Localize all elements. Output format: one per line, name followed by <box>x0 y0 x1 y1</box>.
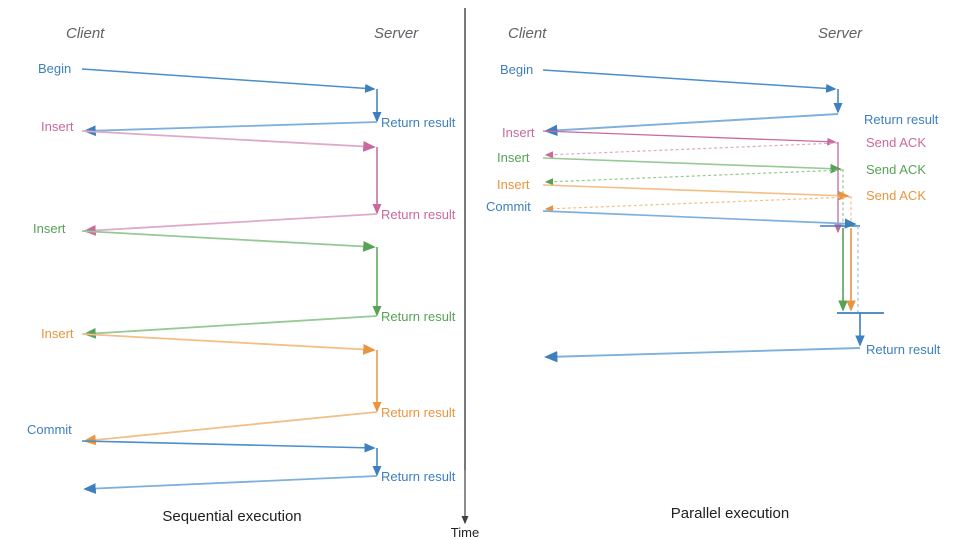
request-arrow <box>81 440 376 453</box>
right-server-label-return-2: Return result <box>866 342 941 357</box>
response-arrow <box>83 475 378 494</box>
left-server-label-return-2: Return result <box>381 207 456 222</box>
right-server-label-return-1: Return result <box>864 112 939 127</box>
response-arrow <box>83 213 378 236</box>
left-exchange-begin <box>81 68 382 137</box>
right-server-label-ack-1: Send ACK <box>866 135 926 150</box>
right-exchange-insert-1 <box>542 130 842 234</box>
response-arrow <box>83 315 378 339</box>
left-client-label-begin: Begin <box>38 61 71 76</box>
right-exchange-insert-2 <box>542 157 848 312</box>
left-client-lane-title: Client <box>66 25 105 42</box>
request-arrow <box>81 230 376 252</box>
left-client-label-insert-3: Insert <box>41 326 74 341</box>
ack-arrow-dashed <box>544 142 839 159</box>
left-client-label-insert-1: Insert <box>41 119 74 134</box>
request-arrow <box>542 157 842 174</box>
left-exchange-insert-3 <box>81 333 382 446</box>
request-arrow <box>542 210 857 229</box>
right-server-label-ack-3: Send ACK <box>866 188 926 203</box>
left-client-label-commit: Commit <box>27 422 72 437</box>
left-exchange-insert-1 <box>81 130 382 236</box>
request-arrow <box>542 130 837 146</box>
left-server-label-return-1: Return result <box>381 115 456 130</box>
right-exchange-begin <box>542 69 843 137</box>
ack-arrow-dashed <box>544 169 844 186</box>
right-client-label-insert-2: Insert <box>497 150 530 165</box>
right-client-label-insert-3: Insert <box>497 177 530 192</box>
right-panel: Client Server <box>486 25 941 522</box>
request-arrow <box>81 333 376 355</box>
left-client-label-insert-2: Insert <box>33 221 66 236</box>
right-client-label-insert-1: Insert <box>502 125 535 140</box>
final-response-arrow <box>544 347 861 363</box>
right-client-label-commit: Commit <box>486 199 531 214</box>
left-exchange-commit <box>81 440 382 494</box>
response-arrow <box>83 411 378 446</box>
right-server-lane-title: Server <box>818 25 863 42</box>
right-client-label-begin: Begin <box>500 62 533 77</box>
response-arrow <box>544 113 839 137</box>
left-server-lane-title: Server <box>374 25 419 42</box>
left-exchange-insert-2 <box>81 230 382 339</box>
right-server-label-ack-2: Send ACK <box>866 162 926 177</box>
request-arrow <box>81 68 376 93</box>
request-arrow <box>542 184 850 201</box>
left-server-label-return-5: Return result <box>381 469 456 484</box>
right-panel-caption: Parallel execution <box>671 505 789 522</box>
left-panel-caption: Sequential execution <box>162 508 301 525</box>
left-panel: Client Server <box>27 25 456 525</box>
request-arrow <box>542 69 837 93</box>
request-arrow <box>81 130 376 152</box>
right-exchange-insert-3 <box>542 184 856 312</box>
left-server-label-return-4: Return result <box>381 405 456 420</box>
time-axis-label: Time <box>451 525 479 540</box>
right-exchange-commit <box>542 210 884 363</box>
response-arrow <box>83 121 378 137</box>
right-client-lane-title: Client <box>508 25 547 42</box>
ack-arrow-dashed <box>544 196 852 213</box>
left-server-label-return-3: Return result <box>381 309 456 324</box>
